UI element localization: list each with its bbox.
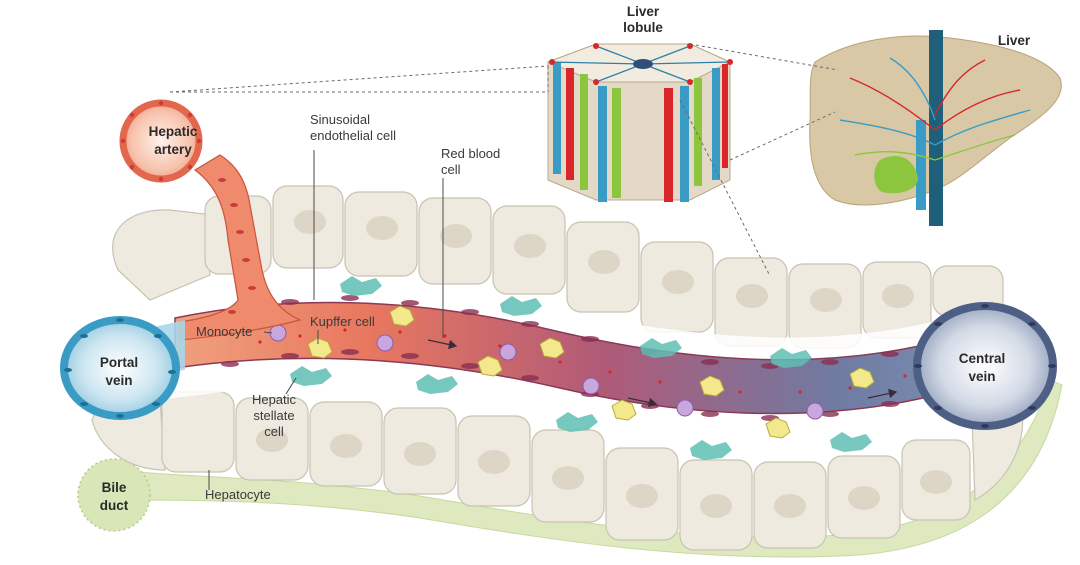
label-central-vein: Central vein: [959, 351, 1006, 384]
stellate-label-line3: cell: [264, 424, 284, 439]
hepatic-artery-label-line1: Hepatic: [149, 124, 198, 139]
artery-cells: [218, 178, 256, 314]
red-blood-cells: [258, 328, 907, 394]
zoom-connector-lines: [169, 43, 839, 277]
monocytes: [269, 324, 824, 420]
hepatocyte-label: Hepatocyte: [205, 487, 271, 502]
hepatic-artery-vessel: [179, 154, 302, 341]
label-liver-lobule: Liver lobule: [623, 4, 663, 35]
portal-wall-cells: [64, 318, 176, 418]
hepatic-stellate-cells: [290, 276, 872, 460]
rbc-label-line2: cell: [441, 162, 461, 177]
hepatic-artery-label-line2: artery: [154, 142, 192, 157]
rbc-label-line1: Red blood: [441, 146, 500, 161]
flow-arrows: [427, 339, 898, 408]
liver-lobule-label-line2: lobule: [623, 20, 663, 35]
leader-lines: [208, 150, 444, 490]
sinusoidal-label-line1: Sinusoidal: [310, 112, 370, 127]
label-portal-vein: Portal vein: [100, 355, 138, 388]
portal-vein-label-line1: Portal: [100, 355, 138, 370]
central-vein-label-line2: vein: [968, 369, 995, 384]
stellate-label-line1: Hepatic: [252, 392, 297, 407]
sinusoidal-label-line2: endothelial cell: [310, 128, 396, 143]
central-vein-label-line1: Central: [959, 351, 1006, 366]
bile-duct-channel: [109, 379, 1063, 558]
bile-duct-label-line1: Bile: [102, 480, 127, 495]
label-hepatic-stellate-cell: Hepatic stellate cell: [252, 392, 297, 439]
stellate-label-line2: stellate: [253, 408, 294, 423]
liver-label: Liver: [998, 33, 1031, 48]
liver-organ: [809, 30, 1062, 226]
label-sinusoidal-endothelial-cell: Sinusoidal endothelial cell: [310, 112, 396, 143]
label-hepatic-artery: Hepatic artery: [149, 124, 198, 157]
portal-vein-label-line2: vein: [105, 373, 132, 388]
label-bile-duct: Bile duct: [100, 480, 129, 513]
liver-lobule-prism: [546, 43, 733, 202]
bile-duct-label-line2: duct: [100, 498, 129, 513]
artery-wall-cells: [120, 100, 202, 182]
bile-duct: [77, 458, 151, 532]
kupffer-cell-label: Kupffer cell: [310, 314, 375, 329]
kupffer-cells: [307, 305, 875, 439]
monocyte-label: Monocyte: [196, 324, 252, 339]
central-wall-cells: [914, 304, 1056, 428]
liver-lobule-label-line1: Liver: [627, 4, 660, 19]
hepatic-artery: [119, 99, 203, 183]
label-red-blood-cell: Red blood cell: [441, 146, 500, 177]
